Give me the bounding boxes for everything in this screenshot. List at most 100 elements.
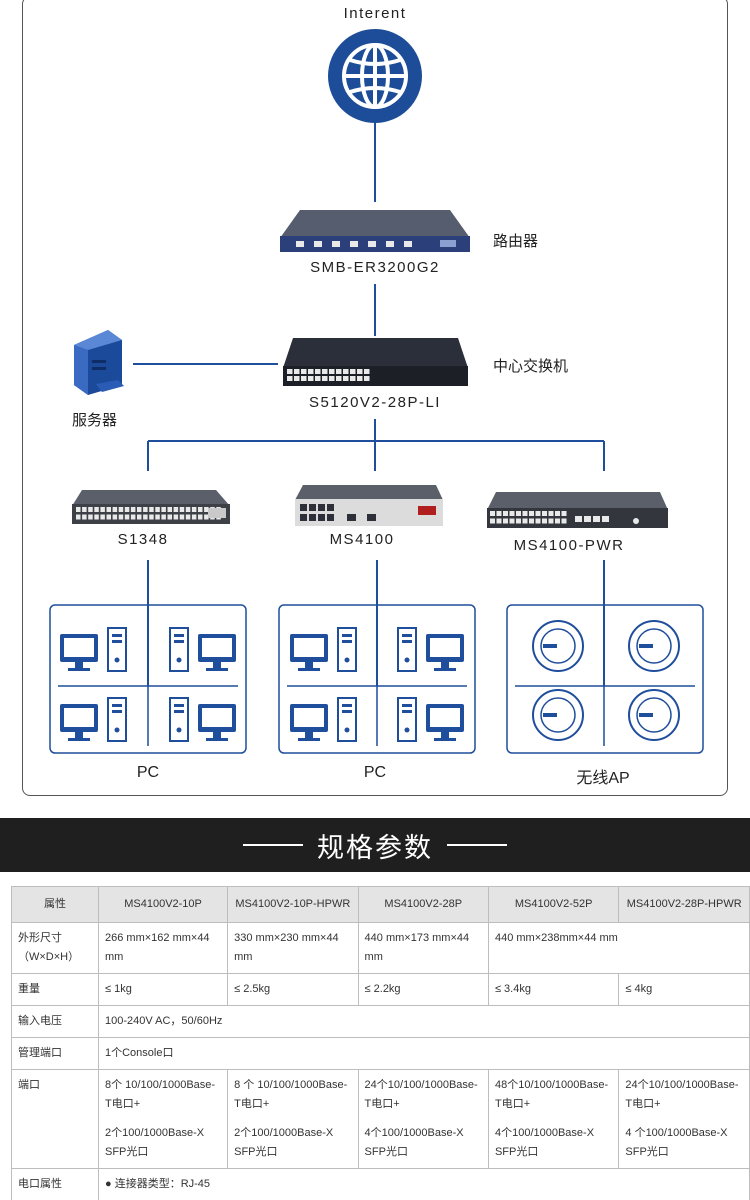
port-icon — [173, 514, 179, 520]
port-icon — [357, 369, 363, 374]
port-icon — [555, 511, 560, 516]
table-cell: ≤ 4kg — [618, 973, 750, 1006]
port-icon — [364, 376, 370, 381]
table-cell: ● 连接器类型：RJ-45 — [98, 1168, 750, 1200]
group-boxes — [49, 604, 704, 754]
port-icon — [516, 518, 521, 524]
port-icon — [561, 518, 567, 524]
header-left-rule — [243, 844, 303, 846]
port-icon — [191, 507, 197, 512]
router-role-label: 路由器 — [493, 233, 539, 250]
port-icon — [198, 507, 203, 512]
pc-group-label-1: PC — [136, 764, 160, 781]
table-cell: 48个10/100/1000Base-T电口+ 4个100/1000Base-X… — [487, 1069, 620, 1169]
table-cell: 8个 10/100/1000Base-T电口+ 2个100/1000Base-X… — [97, 1069, 229, 1169]
port-icon — [490, 518, 495, 524]
port-icon — [161, 507, 166, 512]
port-icon — [522, 518, 528, 524]
port-icon — [329, 376, 335, 381]
table-cell: 8 个 10/100/1000Base-T电口+ 2个100/1000Base-… — [227, 1069, 359, 1169]
header-model-2: MS4100V2-10P-HPWR — [227, 886, 359, 923]
port-icon — [94, 507, 99, 512]
spec-table: 属性 MS4100V2-10P MS4100V2-10P-HPWR MS4100… — [11, 886, 750, 1200]
port-icon — [535, 518, 541, 524]
wireless-ap-icon — [532, 620, 584, 672]
port-icon — [357, 376, 363, 381]
topology-diagram — [49, 29, 704, 754]
port-icon — [118, 514, 124, 520]
port-icon — [94, 514, 99, 520]
pc-icon — [169, 627, 236, 672]
port-line-1: 8个 10/100/1000Base-T电口+ — [105, 1079, 216, 1110]
port-icon — [106, 514, 111, 520]
port-icon — [535, 511, 541, 516]
port-line-1: 24个10/100/1000Base-T电口+ — [625, 1079, 739, 1110]
port-icon — [509, 511, 515, 516]
table-row: 端口 8个 10/100/1000Base-T电口+ 2个100/1000Bas… — [11, 1069, 750, 1169]
port-line-1: 8 个 10/100/1000Base-T电口+ — [234, 1079, 348, 1110]
port-icon — [350, 376, 356, 381]
table-row: 电口属性 ● 连接器类型：RJ-45 — [11, 1168, 750, 1200]
port-icon — [336, 376, 342, 381]
ap-group-label: 无线AP — [576, 770, 630, 787]
ms4100-model-label: MS4100 — [329, 531, 395, 548]
pc-icon — [169, 697, 236, 742]
port-icon — [143, 514, 148, 520]
port-icon — [100, 514, 105, 520]
port-icon — [88, 507, 93, 512]
row-label-management-port: 管理端口 — [11, 1037, 99, 1070]
port-icon — [88, 514, 93, 520]
table-header-row: 属性 MS4100V2-10P MS4100V2-10P-HPWR MS4100… — [11, 886, 750, 923]
port-icon — [364, 369, 370, 374]
port-icon — [490, 511, 495, 516]
sfp-port-icon — [584, 516, 591, 522]
pc-icon — [60, 697, 127, 742]
pc-icon — [397, 627, 464, 672]
s1348-switch-icon — [72, 490, 230, 524]
port-icon — [294, 376, 300, 381]
table-cell: ≤ 1kg — [97, 973, 229, 1006]
port-icon — [185, 514, 191, 520]
table-cell: 266 mm×162 mm×44 mm — [97, 922, 229, 974]
port-icon — [112, 514, 118, 520]
pc-icon — [60, 627, 127, 672]
port-icon — [336, 369, 342, 374]
port-icon — [167, 514, 172, 520]
router-model-label: SMB-ER3200G2 — [310, 259, 440, 276]
port-icon — [294, 369, 300, 374]
port-icon — [155, 514, 160, 520]
pc-icon — [290, 697, 357, 742]
port-line-2: 4 个100/1000Base-X SFP光口 — [625, 1127, 728, 1158]
port-icon — [308, 369, 314, 374]
core-switch-role-label: 中心交换机 — [493, 358, 569, 375]
header-model-1: MS4100V2-10P — [97, 886, 229, 923]
port-icon — [555, 518, 560, 524]
port-icon — [76, 514, 81, 520]
table-cell: 100-240V AC，50/60Hz — [98, 1005, 750, 1038]
spec-section-title: 规格参数 — [317, 832, 433, 864]
port-icon — [112, 507, 118, 512]
port-line-2: 4个100/1000Base-X SFP光口 — [364, 1127, 464, 1158]
table-cell: 330 mm×230 mm×44 mm — [227, 922, 359, 974]
port-icon — [503, 518, 508, 524]
wireless-ap-icon — [628, 620, 680, 672]
port-line-1: 48个10/100/1000Base-T电口+ — [494, 1079, 609, 1110]
port-line-1: 24个10/100/1000Base-T电口+ — [364, 1079, 478, 1110]
port-icon — [329, 369, 335, 374]
table-cell: ≤ 2.5kg — [227, 973, 359, 1006]
header-model-3: MS4100V2-28P — [357, 886, 489, 923]
port-icon — [137, 507, 142, 512]
ms4100-pwr-switch-icon — [487, 492, 668, 528]
port-icon — [191, 514, 197, 520]
core-switch-device-icon — [283, 338, 468, 386]
port-icon — [130, 507, 136, 512]
port-icon — [167, 507, 172, 512]
row-label-input-voltage: 输入电压 — [11, 1005, 99, 1038]
port-icon — [509, 518, 515, 524]
port-icon — [179, 514, 185, 520]
port-icon — [496, 518, 502, 524]
port-icon — [82, 507, 87, 512]
table-cell: 440 mm×173 mm×44 mm — [357, 922, 489, 974]
table-cell: ≤ 2.2kg — [357, 973, 489, 1006]
port-icon — [542, 511, 547, 516]
